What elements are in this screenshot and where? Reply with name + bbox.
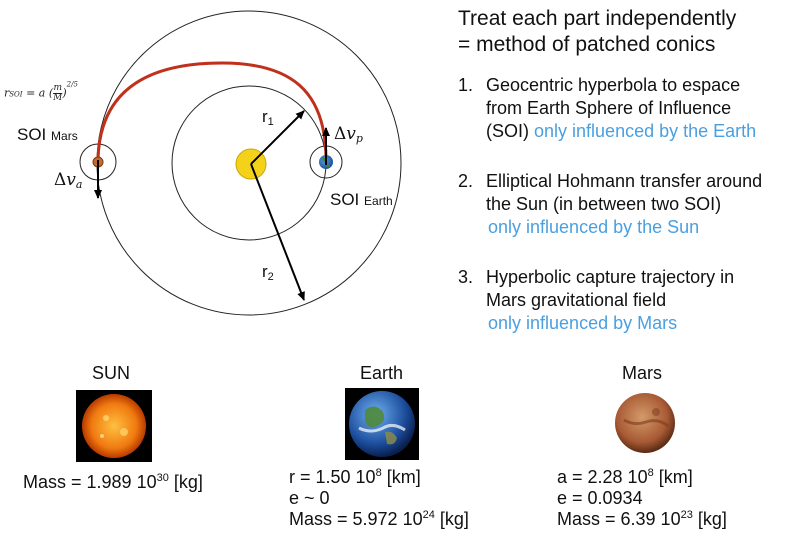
soi-mars-text: SOI: [17, 125, 47, 144]
step-3-line-2: Mars gravitational field: [486, 290, 667, 310]
title-line-2: = method of patched conics: [458, 33, 716, 56]
soi-earth-label: SOI Earth: [330, 190, 393, 210]
earth-info: r = 1.50 108 [km] e ~ 0 Mass = 5.972 102…: [289, 467, 469, 530]
transfer-orbit: [96, 61, 328, 161]
step-3-line-1: Hyperbolic capture trajectory in: [486, 267, 735, 287]
step-1-number: 1.: [458, 75, 474, 95]
step-2-highlight: only influenced by the Sun: [488, 217, 700, 237]
r1-sub: 1: [267, 116, 274, 128]
soi-earth-sub: Earth: [364, 194, 393, 208]
step-2-line-1: Elliptical Hohmann transfer around: [486, 171, 763, 191]
soi-earth-text: SOI: [330, 190, 360, 209]
soi-mars-label: SOI Mars: [17, 125, 78, 145]
orbit-diagram: [79, 10, 402, 316]
dv-a-label: Δva: [54, 170, 83, 191]
mars-info: a = 2.28 108 [km] e = 0.0934 Mass = 6.39…: [557, 467, 727, 530]
r1-label: r1: [262, 107, 274, 128]
mars-mass: Mass = 6.39 1023 [kg]: [557, 509, 727, 529]
r2-arrow: [250, 163, 305, 301]
earth-photo-icon: [349, 391, 415, 457]
mars-eccentricity: e = 0.0934: [557, 488, 643, 508]
title-line-1: Treat each part independently: [458, 7, 737, 30]
r2-label: r2: [262, 262, 274, 283]
earth-eccentricity: e ~ 0: [289, 488, 330, 508]
step-3-highlight: only influenced by Mars: [488, 313, 678, 333]
mars-photo-icon: [615, 393, 675, 453]
step-3-number: 3.: [458, 267, 474, 287]
earth-name: Earth: [360, 363, 404, 383]
step-1-highlight: only influenced by the Earth: [534, 121, 757, 141]
r1-arrow: [250, 110, 305, 165]
sun-mass-unit: [kg]: [168, 472, 203, 492]
r2-sub: 2: [267, 271, 274, 283]
dv-p-label: Δvp: [334, 124, 363, 145]
mars-image: [610, 390, 680, 456]
earth-radius: r = 1.50 108 [km]: [289, 467, 421, 487]
soi-mars-sub: Mars: [51, 129, 78, 143]
step-1-line-1: Geocentric hyperbola to espace: [486, 75, 741, 95]
sun-mass-value: Mass = 1.989 10: [23, 472, 157, 492]
sun-mass: Mass = 1.989 1030 [kg]: [23, 472, 203, 493]
mars-name: Mars: [622, 363, 662, 383]
step-1-line-2: from Earth Sphere of Influence: [486, 98, 732, 118]
sun-photo-icon: [82, 394, 146, 458]
earth-mass: Mass = 5.972 1024 [kg]: [289, 509, 469, 529]
step-2-line-2: the Sun (in between two SOI): [486, 194, 722, 214]
step-1-line-3: (SOI): [486, 121, 529, 141]
slide-title: Treat each part independently = method o…: [458, 6, 736, 58]
sun-name: SUN: [92, 363, 131, 383]
mars-semimajor-axis: a = 2.28 108 [km]: [557, 467, 693, 487]
sun-image: [76, 390, 152, 462]
sun-mass-exp: 30: [156, 472, 169, 484]
earth-image: [345, 388, 419, 460]
step-2-number: 2.: [458, 171, 474, 191]
